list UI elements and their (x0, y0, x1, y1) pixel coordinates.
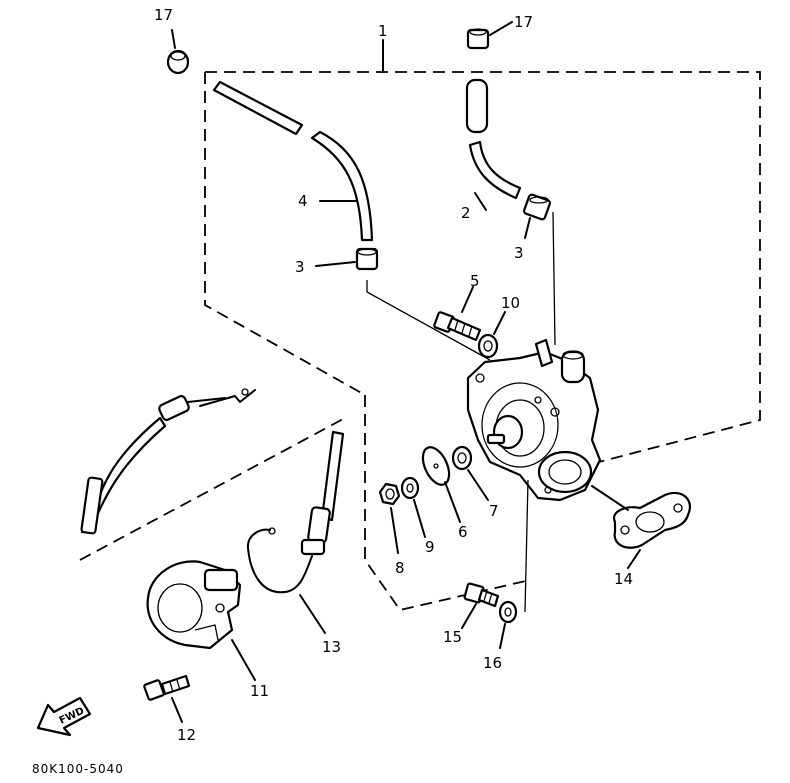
callout-10: 10 (501, 294, 520, 312)
washer-10 (477, 311, 506, 359)
bolt-15 (461, 582, 500, 629)
callout-6: 6 (458, 523, 468, 541)
callout-9: 9 (425, 538, 435, 556)
washer-9 (400, 476, 426, 538)
callout-17-right: 17 (514, 13, 533, 31)
bolt-5 (433, 286, 482, 342)
hose-4 (212, 80, 374, 242)
callout-14: 14 (614, 570, 633, 588)
oil-pump-body (466, 338, 602, 502)
callout-3-left: 3 (295, 258, 305, 276)
washer-7 (451, 445, 489, 501)
cable-13 (246, 430, 345, 634)
joint-3-right (522, 193, 552, 239)
callout-15: 15 (443, 628, 462, 646)
callout-5: 5 (470, 272, 480, 290)
callout-8: 8 (395, 559, 405, 577)
callout-1: 1 (378, 22, 388, 40)
fwd-arrow-icon: FWD (36, 696, 92, 737)
bolt-12 (143, 674, 191, 723)
callout-2: 2 (461, 204, 471, 222)
gasket-14 (591, 485, 691, 569)
cover-11 (146, 560, 256, 681)
plate-6 (421, 446, 461, 523)
cap-17-left (166, 29, 190, 75)
nut-8 (378, 482, 401, 554)
callout-16: 16 (483, 654, 502, 672)
callout-11: 11 (250, 682, 269, 700)
drawing-code: 80K100-5040 (32, 762, 124, 776)
callout-12: 12 (177, 726, 196, 744)
washer-16 (498, 600, 518, 649)
cable-assembly (80, 388, 256, 535)
cap-17-right (466, 21, 513, 50)
callout-4: 4 (298, 192, 308, 210)
joint-3-left (315, 247, 379, 271)
callout-3-right: 3 (514, 244, 524, 262)
callout-17-left: 17 (154, 6, 173, 24)
hose-2 (465, 78, 522, 211)
callout-7: 7 (489, 502, 499, 520)
callout-13: 13 (322, 638, 341, 656)
